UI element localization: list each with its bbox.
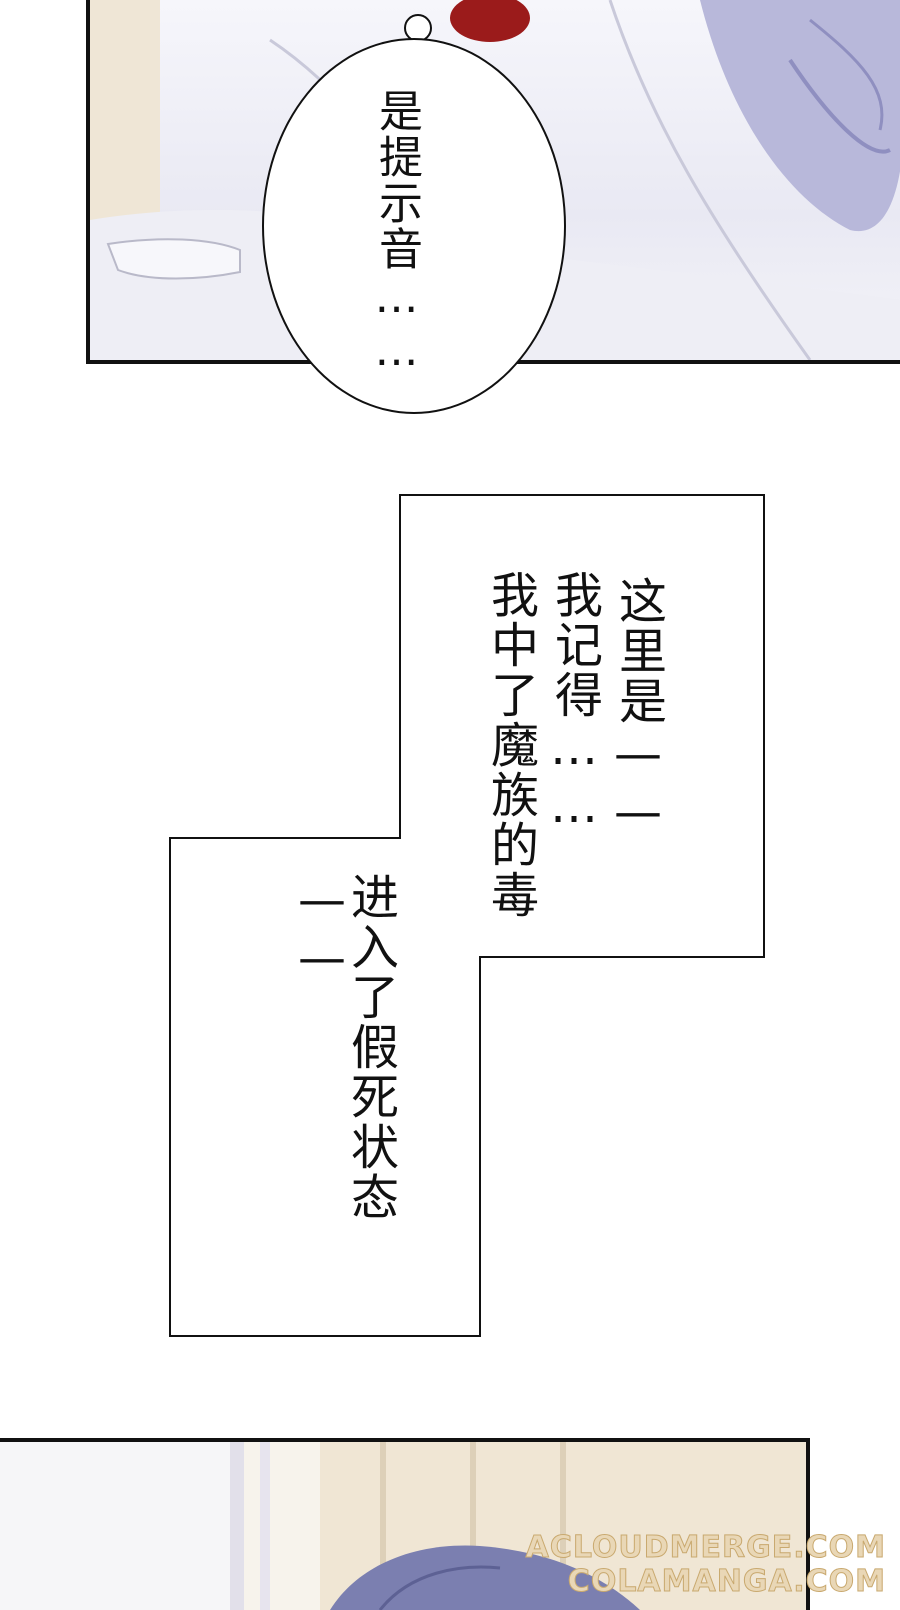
caption-line-4: 进入了假死状态—— xyxy=(294,872,398,1222)
watermark-line-2: COLAMANGA.COM xyxy=(567,1564,886,1600)
caption-line-1: 这里是—— xyxy=(610,576,666,842)
caption-line-3: 我中了魔族的毒 xyxy=(482,570,538,920)
caption-line-2: 我记得…… xyxy=(546,570,602,836)
speech-bubble xyxy=(262,38,566,414)
watermark-line-1: ACLOUDMERGE.COM xyxy=(525,1530,886,1566)
bottom-panel-illustration xyxy=(0,1438,810,1610)
speech-bubble-text: 是提示音…… xyxy=(371,88,422,378)
bottom-illustration-drawing xyxy=(0,1442,806,1610)
